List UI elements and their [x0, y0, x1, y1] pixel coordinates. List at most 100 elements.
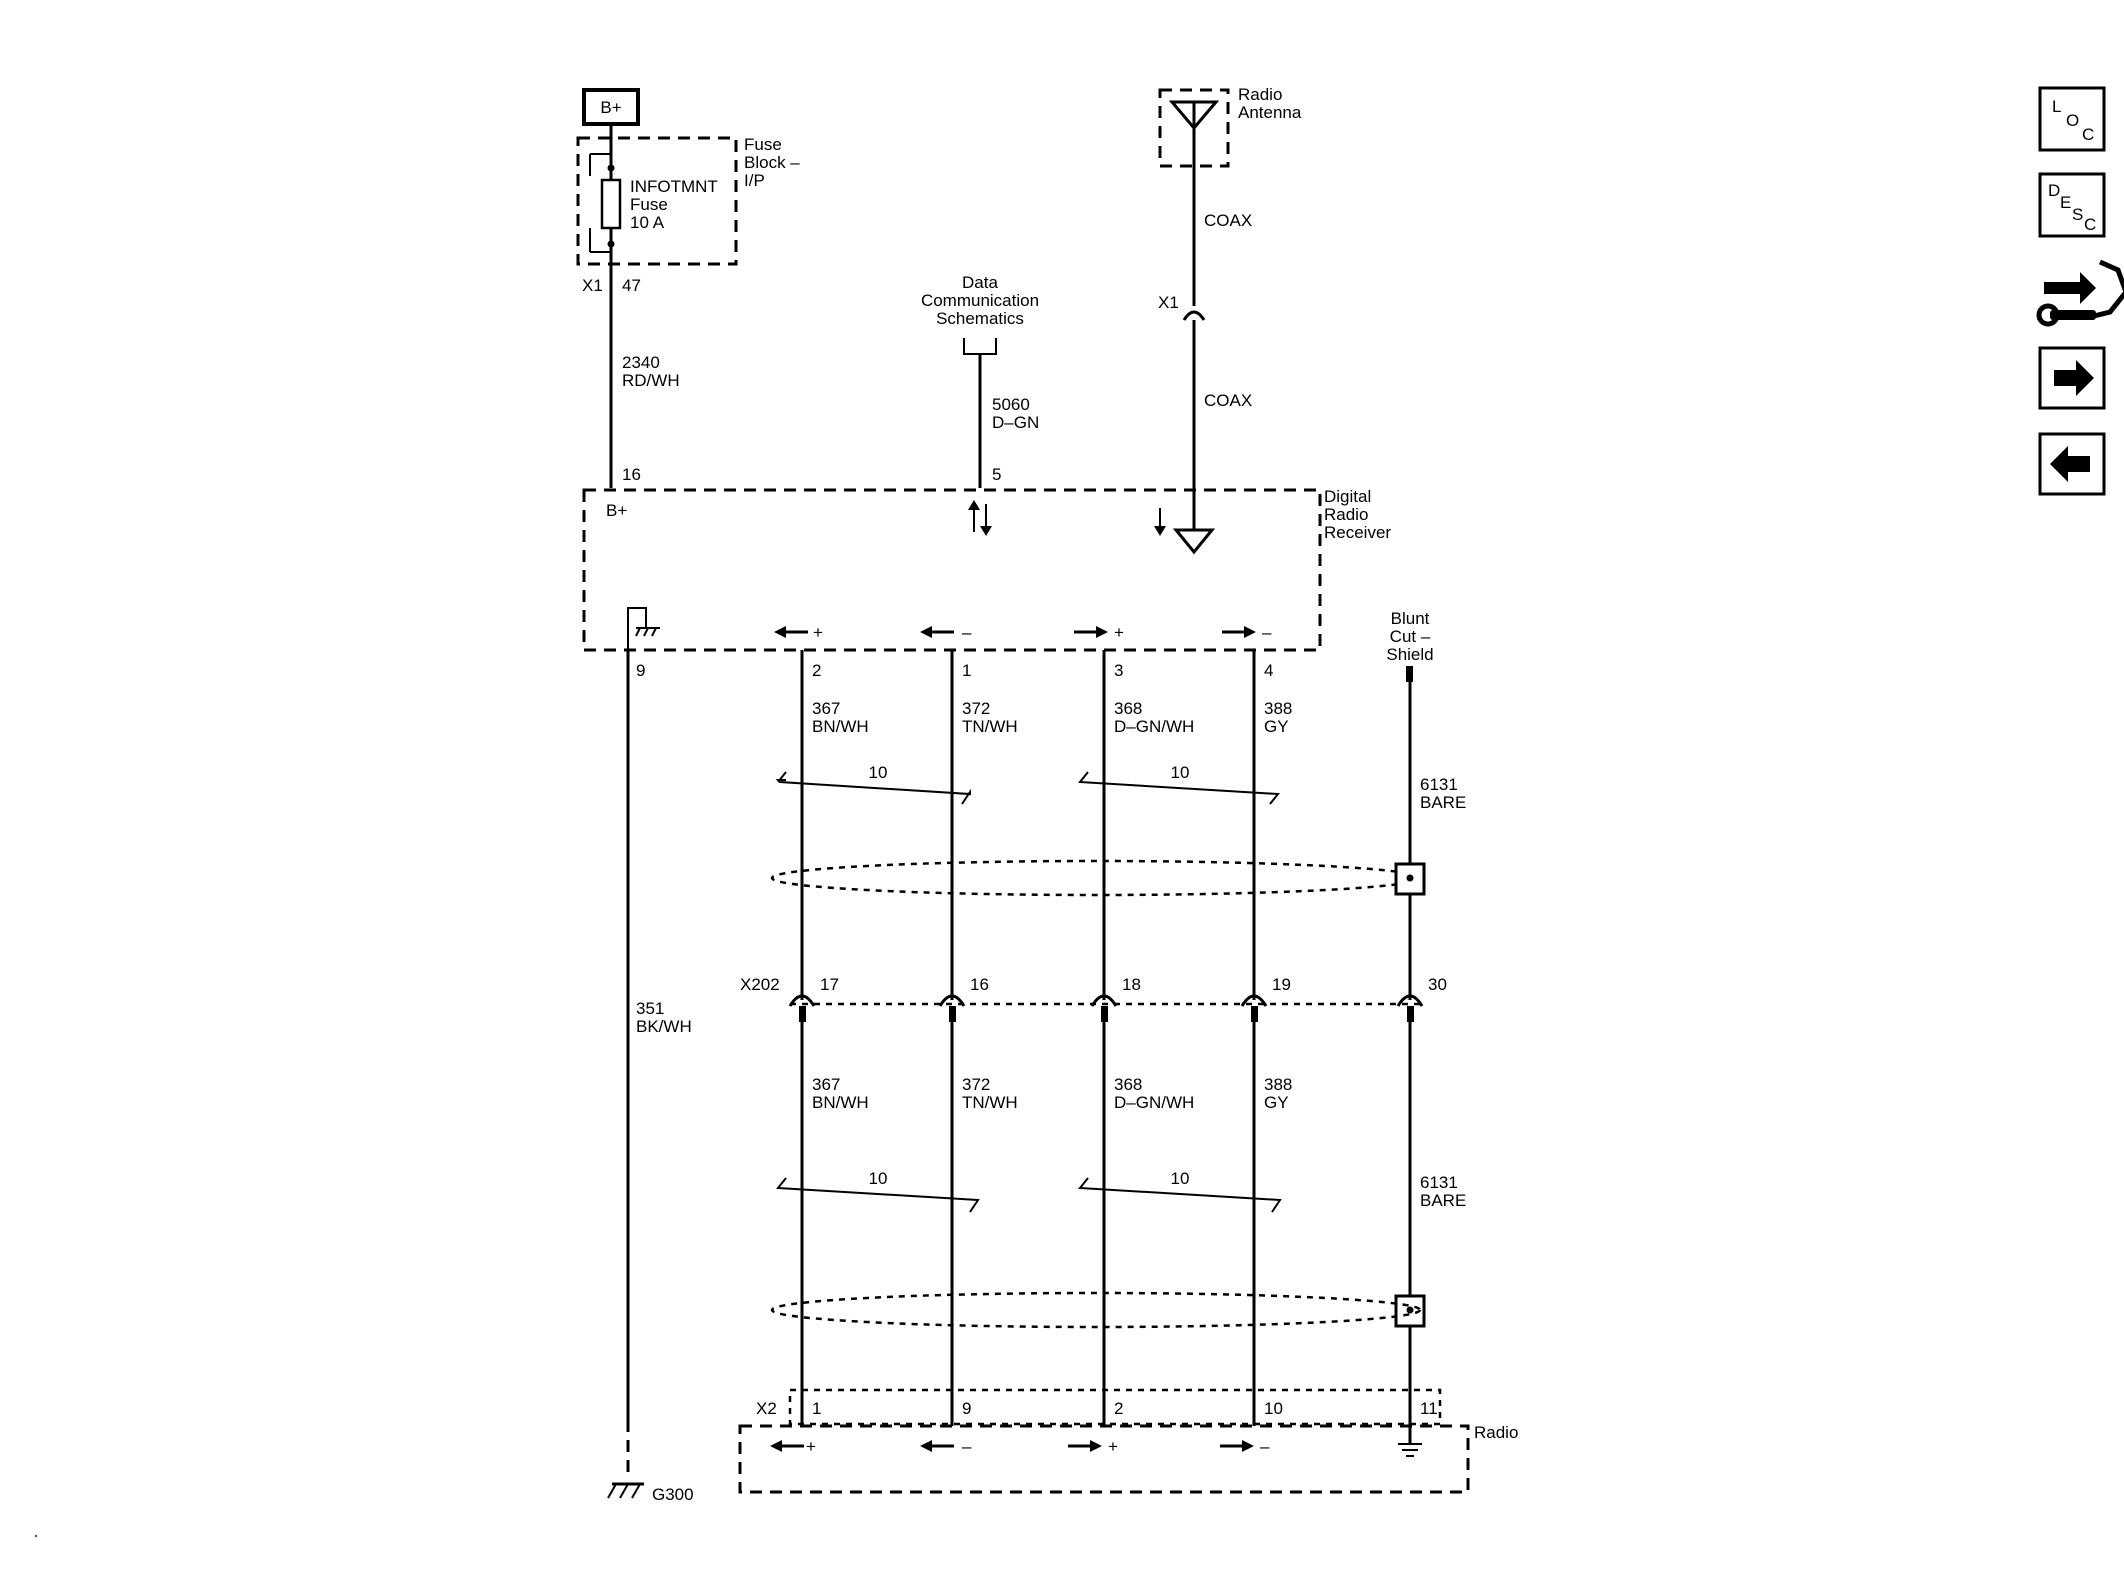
fuse-block: Fuse Block – I/P INFOTMNT Fuse 10 A: [576, 135, 800, 266]
data-comm-line-3: Schematics: [936, 309, 1024, 328]
ground-g300: G300: [652, 1485, 694, 1504]
connector-x2-outline: [788, 1388, 1442, 1426]
bplus-label: B+: [600, 98, 621, 117]
pin-3-receiver: 3: [1114, 661, 1123, 680]
wire-351-color: BK/WH: [636, 1017, 692, 1036]
wire-2340-number: 2340: [622, 353, 660, 372]
shield-ellipse-lower: [770, 1291, 1422, 1329]
connector-wrench-icon: [2036, 259, 2124, 327]
x2-pin-1: 1: [812, 1399, 821, 1418]
corner-dot: [34, 1534, 38, 1538]
shield-label-3: Shield: [1386, 645, 1433, 664]
shield-circuit: Blunt Cut – Shield 6131 BARE 6131 BARE: [1386, 609, 1466, 1426]
location-button[interactable]: L O C: [2038, 86, 2106, 152]
x202-pin-30: 30: [1428, 975, 1447, 994]
receiver-label-1: Digital: [1324, 487, 1371, 506]
connector-x1-antenna: X1: [1158, 293, 1179, 312]
polarity-plus-3: +: [1114, 623, 1124, 642]
wire-372-upper-number: 372: [962, 699, 990, 718]
connector-x202: X202 17 16 18 19 30: [740, 975, 1447, 1022]
fuse-block-label-3: I/P: [744, 171, 765, 190]
x202-pin-19: 19: [1272, 975, 1291, 994]
pin-9-receiver: 9: [636, 661, 645, 680]
radio-polarity-minus-10: –: [1260, 1437, 1270, 1456]
wire-368-upper-color: D–GN/WH: [1114, 717, 1194, 736]
bplus-source: B+: [582, 88, 640, 126]
x202-pin-17: 17: [820, 975, 839, 994]
fuse-symbol: [600, 178, 622, 230]
data-communication-ref: Data Communication Schematics 5060 D–GN …: [921, 273, 1039, 488]
pin-16-receiver: 16: [622, 465, 641, 484]
shield-ellipse-upper: [770, 859, 1422, 897]
fuse-name: INFOTMNT: [630, 177, 718, 196]
twist-label-upper-right: 10: [1171, 763, 1190, 782]
twist-label-lower-left: 10: [869, 1169, 888, 1188]
wire-368-lower-color: D–GN/WH: [1114, 1093, 1194, 1112]
polarity-plus-2: +: [813, 623, 823, 642]
desc-letter-s: S: [2072, 205, 2083, 224]
wire-5060-color: D–GN: [992, 413, 1039, 432]
radio-polarity-minus-9: –: [962, 1437, 972, 1456]
pin-47: 47: [622, 276, 641, 295]
connector-x2-label: X2: [756, 1399, 777, 1418]
wire-367-upper-number: 367: [812, 699, 840, 718]
radio-polarity-plus-1: +: [806, 1437, 816, 1456]
loc-letter-c: C: [2082, 125, 2094, 144]
radio-outline: [738, 1424, 1470, 1494]
x2-pin-2: 2: [1114, 1399, 1123, 1418]
wire-388-upper-color: GY: [1264, 717, 1289, 736]
fuse-word: Fuse: [630, 195, 668, 214]
antenna-label-1: Radio: [1238, 85, 1282, 104]
coax-label-upper: COAX: [1204, 211, 1252, 230]
wire-367-lower-color: BN/WH: [812, 1093, 869, 1112]
pin-1-receiver: 1: [962, 661, 971, 680]
twisted-pair-lower-right: 10: [1078, 1169, 1282, 1213]
radio-antenna: Radio Antenna: [1158, 85, 1302, 168]
wire-388-lower-number: 388: [1264, 1075, 1292, 1094]
wire-5060-number: 5060: [992, 395, 1030, 414]
desc-letter-d: D: [2048, 181, 2060, 200]
wire-372-lower-color: TN/WH: [962, 1093, 1018, 1112]
wire-351-number: 351: [636, 999, 664, 1018]
wire-372-upper-color: TN/WH: [962, 717, 1018, 736]
description-button[interactable]: D E S C: [2038, 172, 2106, 238]
ground-circuit: 351 BK/WH G300: [607, 650, 694, 1504]
receiver-label-2: Radio: [1324, 505, 1368, 524]
antenna-label-2: Antenna: [1238, 103, 1302, 122]
shield-label-1: Blunt: [1391, 609, 1430, 628]
coax-label-lower: COAX: [1204, 391, 1252, 410]
back-button[interactable]: [2038, 432, 2106, 496]
wire-367-lower-number: 367: [812, 1075, 840, 1094]
desc-letter-e: E: [2060, 193, 2071, 212]
fuse-block-label-2: Block –: [744, 153, 800, 172]
arrow-right-icon: [2054, 360, 2094, 396]
wire-6131-upper-number: 6131: [1420, 775, 1458, 794]
fuse-rating: 10 A: [630, 213, 665, 232]
x2-pin-10: 10: [1264, 1399, 1283, 1418]
desc-letter-c: C: [2084, 215, 2096, 234]
twist-label-lower-right: 10: [1171, 1169, 1190, 1188]
wire-368-lower-number: 368: [1114, 1075, 1142, 1094]
x202-pin-16: 16: [970, 975, 989, 994]
wire-367-upper-color: BN/WH: [812, 717, 869, 736]
receiver-bplus-label: B+: [606, 501, 627, 520]
x2-pin-9: 9: [962, 1399, 971, 1418]
twisted-pair-upper-right: 10: [1078, 763, 1280, 805]
wire-372-lower-number: 372: [962, 1075, 990, 1094]
wire-368-upper-number: 368: [1114, 699, 1142, 718]
arrow-left-icon: [2050, 446, 2090, 482]
next-button[interactable]: [2038, 346, 2106, 410]
loc-letter-l: L: [2052, 97, 2061, 116]
receiver-signal-arrows: + – + –: [774, 623, 1272, 642]
x2-pin-11: 11: [1420, 1399, 1438, 1418]
wire-6131-upper-color: BARE: [1420, 793, 1466, 812]
x202-label: X202: [740, 975, 780, 994]
data-comm-line-1: Data: [962, 273, 998, 292]
radio-label: Radio: [1474, 1423, 1518, 1442]
radio-module: X2 1 9 2 10 11 Radio + – + –: [738, 1388, 1518, 1494]
twist-label-upper-left: 10: [869, 763, 888, 782]
loc-letter-o: O: [2066, 111, 2079, 130]
diagnostic-connector-button[interactable]: [2036, 259, 2124, 327]
twisted-pair-upper-left: 10: [775, 763, 971, 805]
